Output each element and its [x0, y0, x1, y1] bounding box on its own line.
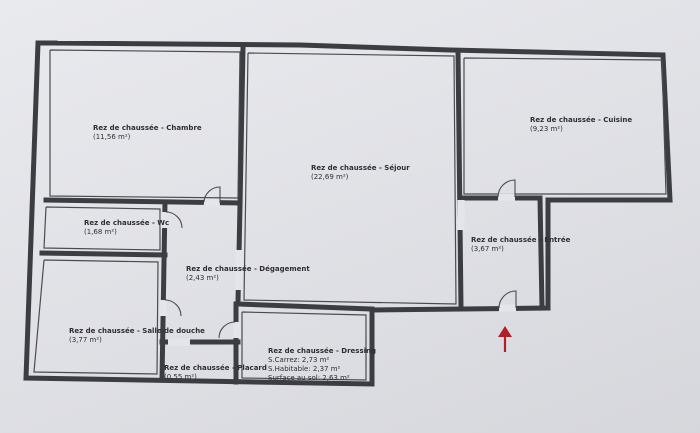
room-name: Rez de chaussée - Dégagement [186, 265, 310, 273]
room-dressing: Rez de chaussée - Dressing S.Carrez: 2,7… [268, 347, 376, 383]
room-sol: Surface au sol: 2,63 m² [268, 374, 350, 382]
room-habitable: S.Habitable: 2,37 m² [268, 365, 341, 373]
room-area: (2,43 m²) [186, 274, 219, 282]
entrance-arrow-icon [498, 326, 512, 352]
room-name: Rez de chaussée - Placard [164, 364, 267, 372]
room-area: (0,55 m²) [164, 373, 197, 381]
room-area: (22,69 m²) [311, 173, 349, 181]
room-degagement: Rez de chaussée - Dégagement (2,43 m²) [186, 265, 310, 283]
room-area: (3,77 m²) [69, 336, 102, 344]
room-area: (11,56 m²) [93, 133, 131, 141]
room-name: Rez de chaussée - Wc [84, 219, 170, 227]
room-name: Rez de chaussée - Séjour [311, 164, 410, 172]
room-area: (3,67 m²) [471, 245, 504, 253]
room-carrez: S.Carrez: 2,73 m² [268, 356, 330, 364]
room-sejour: Rez de chaussée - Séjour (22,69 m²) [311, 164, 410, 182]
room-chambre: Rez de chaussée - Chambre (11,56 m²) [93, 124, 202, 142]
doors [159, 179, 517, 346]
room-area: (9,23 m²) [530, 125, 563, 133]
room-cuisine: Rez de chaussée - Cuisine (9,23 m²) [530, 116, 632, 134]
wall-inner-lines [33, 49, 667, 381]
room-entree: Rez de chaussée - Entrée (3,67 m²) [471, 236, 570, 254]
room-wc: Rez de chaussée - Wc (1,68 m²) [84, 219, 169, 237]
outer-walls [23, 40, 673, 387]
room-placard: Rez de chaussée - Placard (0,55 m²) [164, 364, 267, 382]
room-name: Rez de chaussée - Cuisine [530, 116, 633, 124]
room-name: Rez de chaussée - Salle de douche [69, 327, 205, 335]
room-name: Rez de chaussée - Dressing [268, 347, 377, 355]
room-name: Rez de chaussée - Chambre [93, 124, 202, 132]
room-salle-de-douche: Rez de chaussée - Salle de douche (3,77 … [69, 327, 205, 345]
room-name: Rez de chaussée - Entrée [471, 236, 571, 244]
room-area: (1,68 m²) [84, 228, 117, 236]
